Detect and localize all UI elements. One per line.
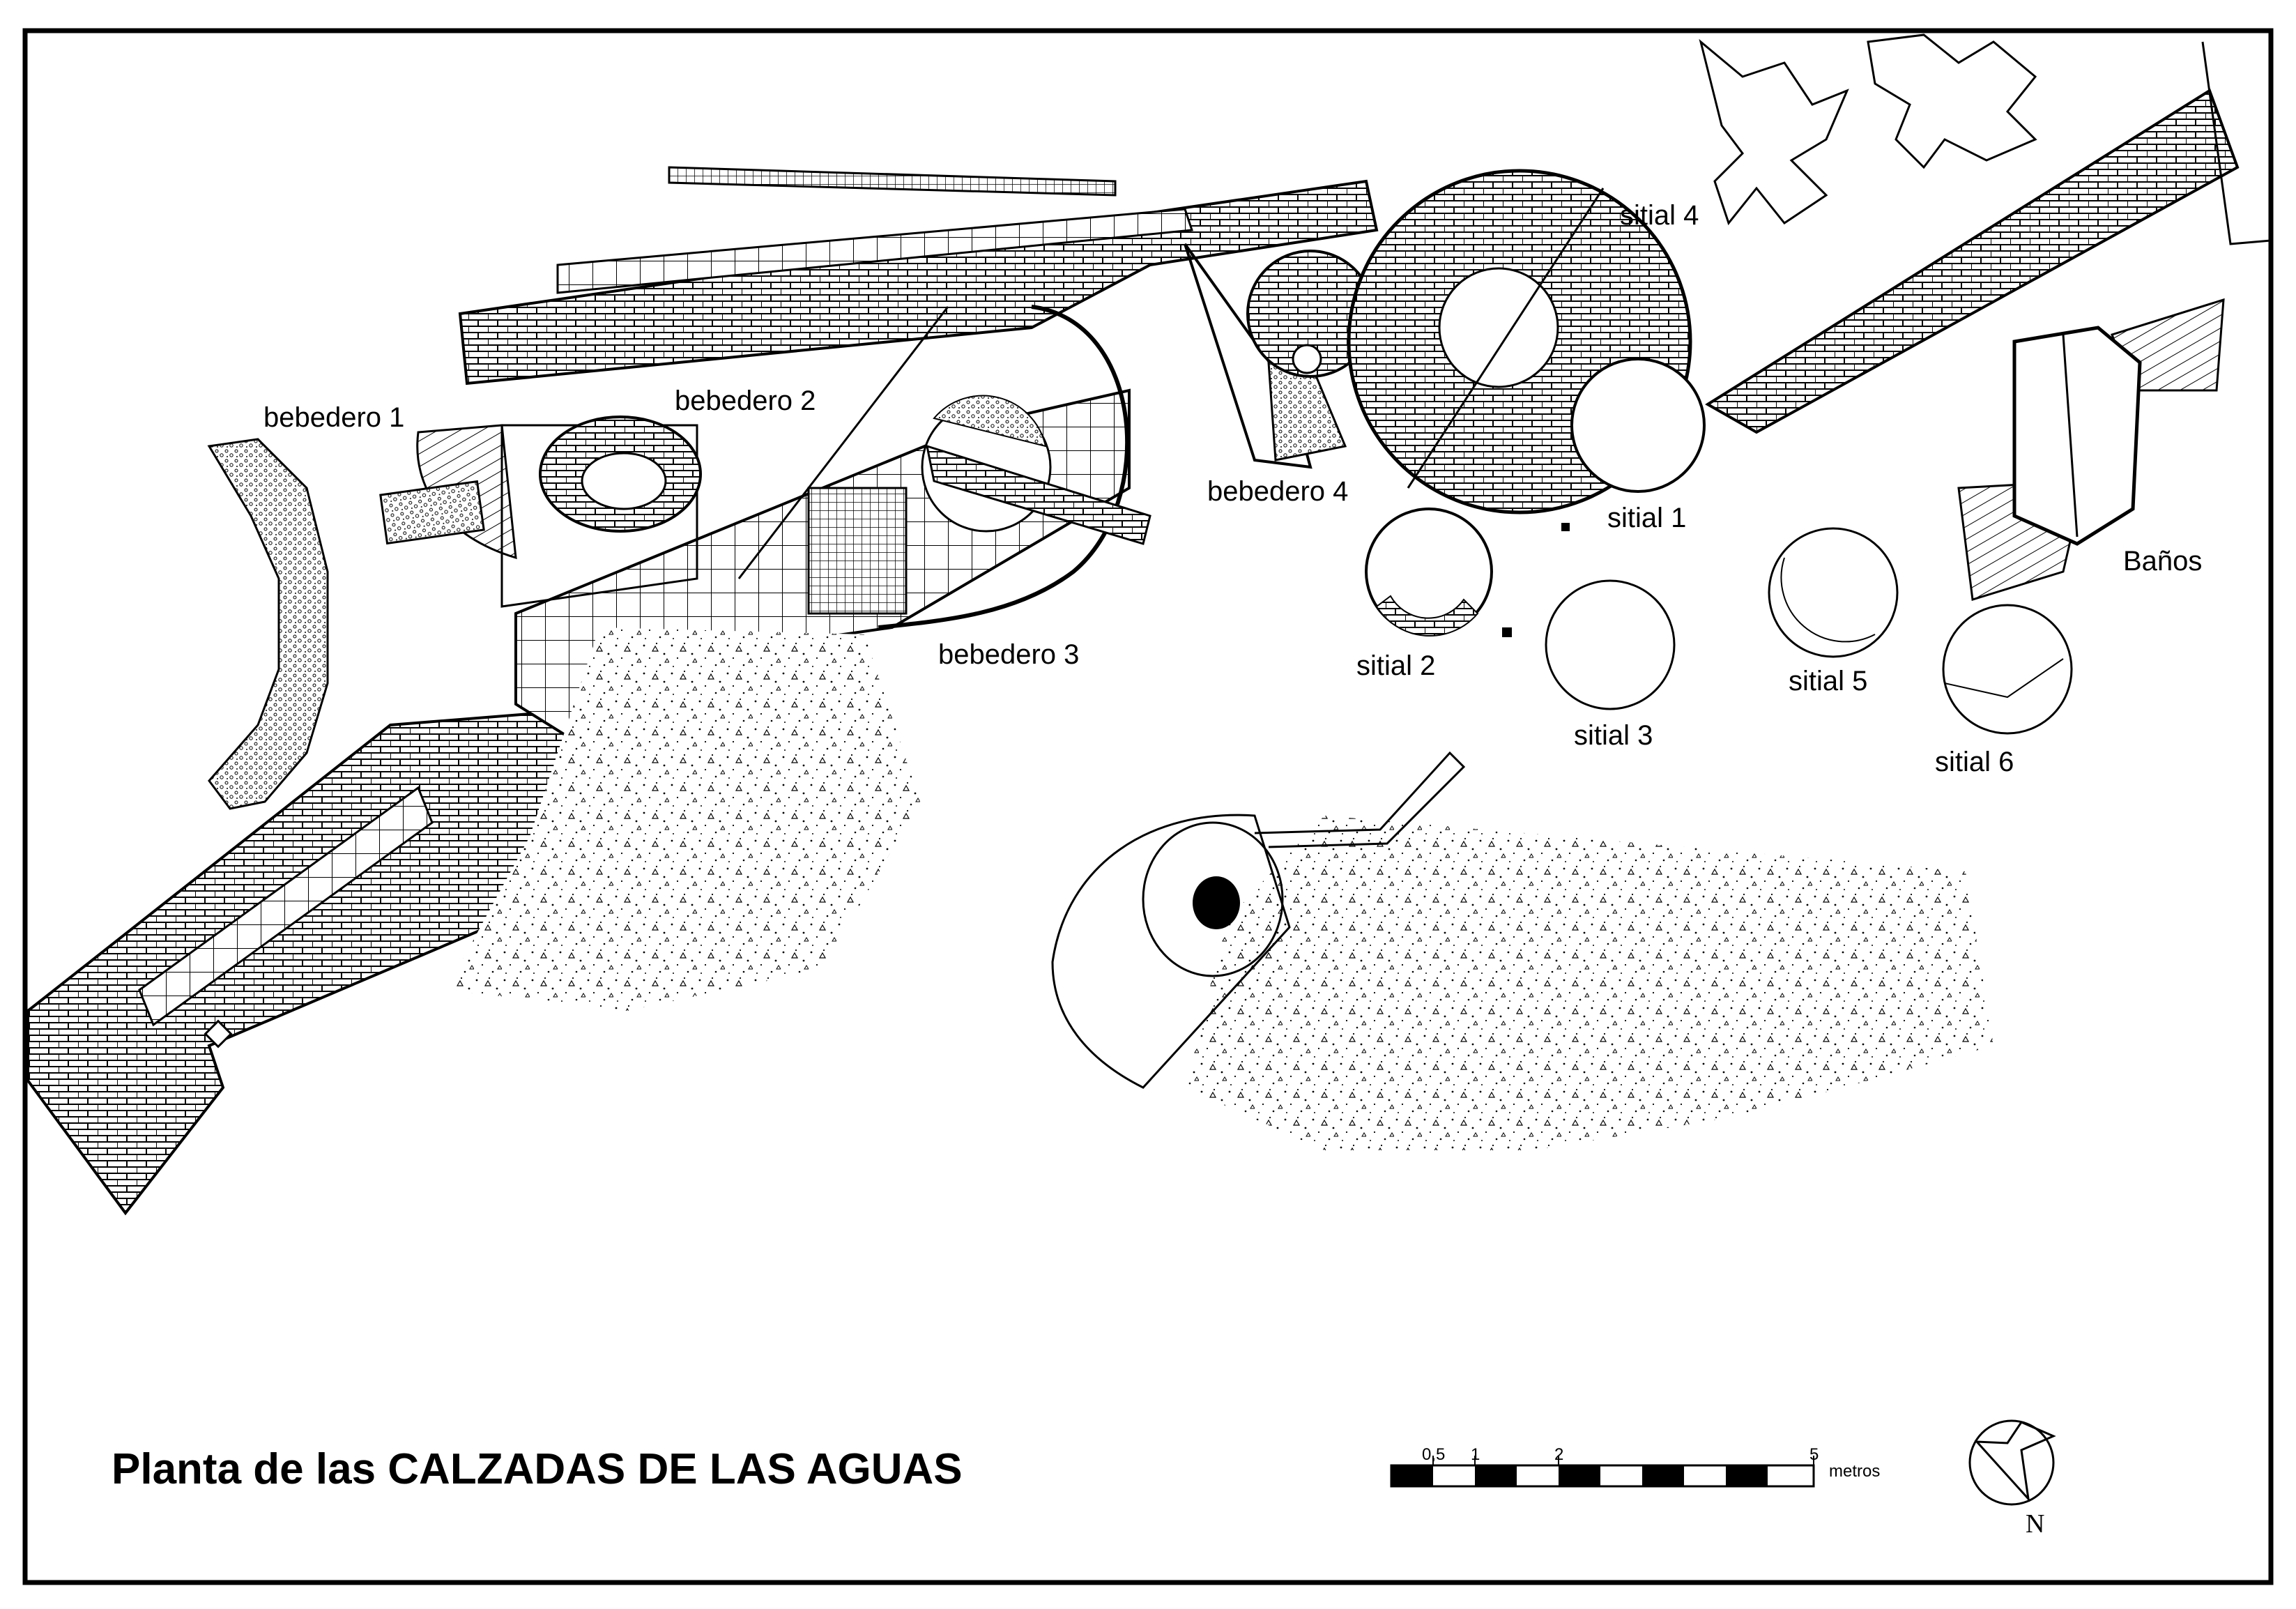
plan-title: Planta de las CALZADAS DE LAS AGUAS [112, 1445, 963, 1493]
walkway-marker [204, 1019, 233, 1048]
label-bebedero-1: bebedero 1 [263, 402, 404, 433]
pebble-path [207, 438, 329, 810]
scale-tick-1: 1 [1471, 1445, 1480, 1464]
tree-canopy [1699, 33, 2037, 226]
label-sitial-4: sitial 4 [1620, 200, 1699, 231]
pond-rock [1193, 876, 1240, 929]
banos-partition [2062, 334, 2079, 537]
sitial-2-bench [1375, 595, 1479, 637]
scale-unit: metros [1829, 1462, 1880, 1481]
bebedero-3-gravel [933, 395, 1047, 448]
sitial-5-circle [1768, 527, 1899, 658]
sitial-5-arc [1780, 557, 1876, 643]
sitial-3-circle [1545, 579, 1676, 710]
scale-tick-3: 5 [1809, 1445, 1819, 1464]
pond-fan [1051, 814, 1291, 1089]
upper-rail [668, 166, 1117, 197]
right-walkway-edge [2201, 41, 2272, 245]
label-bebedero-3: bebedero 3 [938, 639, 1079, 670]
marker-square-1 [1502, 627, 1512, 637]
bebedero-1-gravel-pad [379, 480, 485, 545]
sitial-6-line [1944, 658, 2064, 699]
lower-left-walkway-bench [138, 786, 434, 1027]
right-walkway [1705, 88, 2240, 434]
bebedero-4-basin-center [1292, 344, 1322, 374]
scale-tick-2: 2 [1554, 1445, 1563, 1464]
drawing-frame [22, 28, 2274, 1585]
label-sitial-6: sitial 6 [1935, 747, 2014, 777]
upper-bench [556, 208, 1194, 294]
bebedero-3-enclosure [878, 305, 1130, 630]
bebedero-2-spiral-inner [581, 452, 667, 510]
label-bebedero-2: bebedero 2 [675, 386, 816, 416]
bebedero-3-channel [926, 444, 1151, 545]
label-sitial-5: sitial 5 [1789, 666, 1867, 696]
north-label: N [2026, 1509, 2044, 1539]
plaza-tiles [807, 487, 908, 615]
label-sitial-2: sitial 2 [1356, 650, 1435, 681]
label-bebedero-4: bebedero 4 [1207, 476, 1348, 507]
garden-stipple-left [446, 627, 920, 1011]
lower-left-walkway [26, 709, 602, 1216]
label-sitial-1: sitial 1 [1607, 503, 1686, 533]
scale-bar: 0,5 1 2 5 metros [1390, 1445, 1880, 1488]
pond-ring [1142, 821, 1284, 977]
sitial-1-circle [1570, 358, 1706, 493]
label-sitial-3: sitial 3 [1574, 720, 1653, 751]
north-arrow-icon [1968, 1419, 2056, 1506]
banos-building [2012, 326, 2142, 546]
sitial-4-axis [1407, 188, 1605, 489]
garden-stipple-right [1185, 816, 1993, 1150]
pond-channel [1254, 751, 1466, 848]
plaza-diagonal [737, 306, 949, 579]
scale-tick-0: 0,5 [1422, 1445, 1445, 1464]
marker-square-2 [1561, 523, 1570, 531]
sitial-4-center [1438, 267, 1559, 388]
label-banos: Baños [2123, 546, 2202, 577]
sitial-6-circle [1942, 604, 2073, 735]
